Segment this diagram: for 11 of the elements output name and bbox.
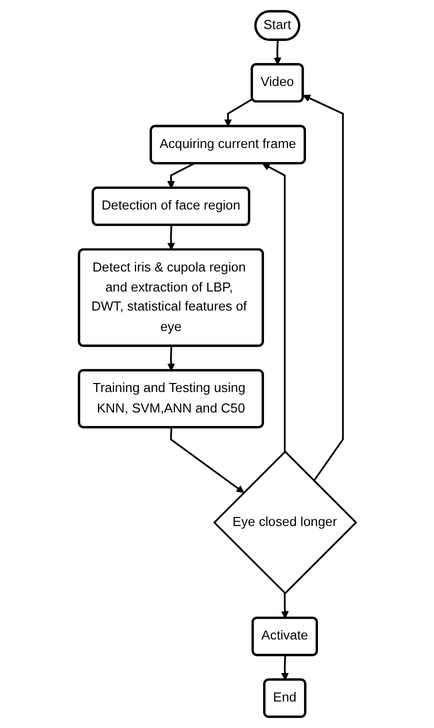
arrow (224, 98, 252, 127)
node-diamond: Eye closed longer (212, 450, 357, 595)
arrow (166, 162, 194, 188)
arrow (273, 40, 281, 66)
arrow (166, 225, 174, 250)
arrow (262, 163, 286, 452)
arrow (280, 655, 288, 680)
arrow (166, 346, 174, 372)
arrow (170, 428, 244, 493)
arrow (280, 593, 288, 619)
arrow (302, 94, 344, 482)
